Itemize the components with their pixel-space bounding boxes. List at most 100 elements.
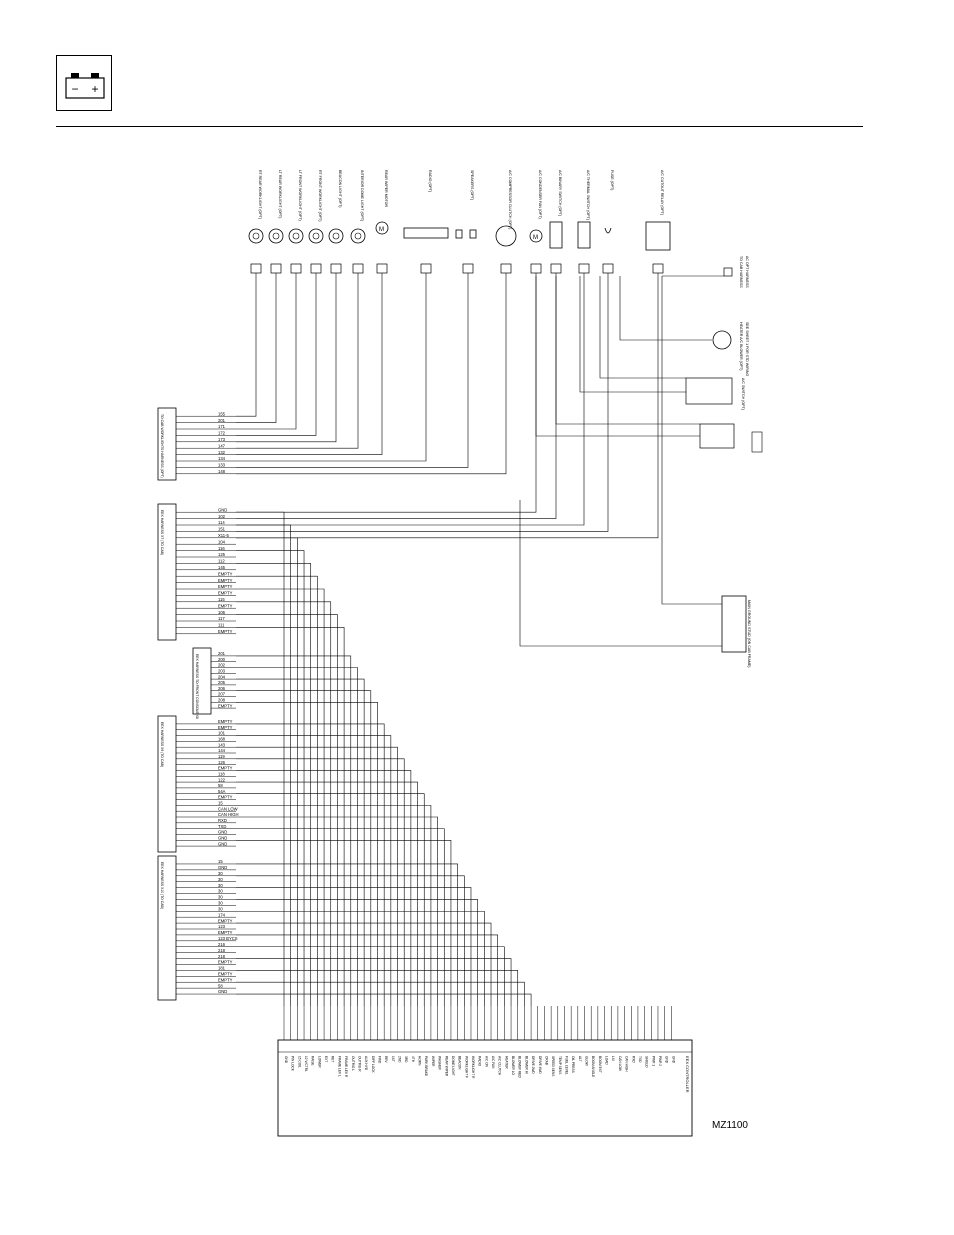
connector-label: TO CAB WORKLIGHTS HARNESS (OPT) [160,414,164,478]
header-rule [56,126,863,127]
component-label: FUSE (OPT) [610,170,614,190]
wire-label: EMPTY [218,703,233,708]
wire-label: 30 [218,889,223,894]
wire-label: 201 [218,651,226,656]
controller-pin-label: TXD [638,1056,642,1063]
wire-label: 132 [218,450,226,455]
component: LT FRONT WORKLIGHT (OPT) [288,170,304,274]
component-label: INTERIOR DOME LIGHT (OPT) [360,170,364,221]
wire-label: 144 [218,748,226,753]
wire-label: 30 [218,906,223,911]
lamp-filament-icon [252,232,260,240]
wire-label: EMPTY [218,795,233,800]
connector: TO CAB WORKLIGHTS HARNESS (OPT)155201171… [157,407,236,481]
wire-label: GND [218,830,227,835]
wire-label: 58 [218,983,223,988]
switch-tag [751,431,763,453]
component-label: A/C CONDENSER FAN (OPT) [538,170,542,219]
wire [236,910,485,1006]
wire-label: 30 [218,901,223,906]
wire-label: X11-5 [218,533,230,538]
wire-label: 207 [218,692,226,697]
wire [236,273,359,449]
controller-pin-label: FUEL LEVEL [564,1056,568,1075]
controller-pin-label: GND [284,1056,288,1064]
wire-label: EMPTY [218,719,233,724]
component-plug [578,263,590,274]
side-label: AC OPT HARNESS [745,256,749,288]
component-label: A/C COMPRESSOR CLUTCH (OPT) [508,170,512,229]
controller-pin-label: CAN HIGH [625,1056,629,1072]
lamp-filament-icon [332,232,340,240]
wire-label: 15 [218,859,223,864]
fan-motor-letter: M [533,235,538,241]
connector-label: EEX HARNESS TO FRONT CONSOLE X8 [195,654,199,719]
side-label: A/C SWITCH (OPT) [741,378,745,410]
wire [236,273,659,539]
controller-pin-label: 15 COIL [297,1056,301,1068]
wire-label: 172 [218,431,226,436]
wire [236,550,305,1006]
wire-label: EMPTY [218,603,233,608]
wire-label: 116 [218,546,225,551]
lamp-icon [248,228,264,244]
wire-label: 30 [218,871,223,876]
controller-pin-label: SHIELD [645,1056,649,1068]
controller-pin-label: DOME LIGHT [451,1056,455,1076]
component: A/C CUTOUT RELAY (OPT) [645,170,671,274]
controller-pin-label: BEACON [458,1056,462,1070]
component-plug [376,263,388,274]
wire-label: GND [218,841,227,846]
side-label: TO CAB HARNESS [739,256,743,288]
wire [236,828,445,1006]
wire [236,887,472,1006]
wire-label: 117 [218,616,225,621]
wire [236,678,365,1006]
wire [236,875,465,1006]
switch-icon [549,221,563,249]
connector-label: EEX HARNESS X7 (TO CAB) [160,510,164,555]
wire [236,273,609,532]
wire [236,723,385,1006]
controller-pin-label: HEATER [504,1056,508,1069]
motor-letter: M [379,227,384,233]
wire [236,273,537,513]
controller-pin-label: OUTRIG R [357,1056,361,1072]
clutch-icon [495,225,517,247]
controller-body [277,1039,693,1137]
connector: EEX HARNESS X9 (TO CAB)EMPTYEMPTY1011681… [157,715,238,853]
wire-label: EMPTY [218,972,233,977]
controller-pin-label: 2ND [398,1056,402,1063]
lamp-icon [350,228,366,244]
wire [236,273,557,519]
wire-label: 205 [218,680,226,685]
controller-pin-label: FRAME LEV R [344,1056,348,1078]
controller-pin-label: A/C CLUTCH [498,1056,502,1076]
wire [236,627,345,1006]
component: A/C CONDENSER FAN (OPT) M [529,170,543,274]
component: SPEAKERS (OPT) [455,170,477,274]
lamp-icon [328,228,344,244]
wire [236,922,492,1006]
component-label: RT REAR WORKLIGHT (OPT) [258,170,262,219]
wire [619,276,712,341]
wire-label: EMPTY [218,766,233,771]
wire-label: 15 [218,801,223,806]
component: A/C BINARY SWITCH (OPT) [549,170,563,274]
component-plug [420,263,432,274]
controller-pin-label: DRIVE 4WD [538,1056,542,1074]
controller-pin-label: WORKLIGHT F [464,1056,468,1078]
wire-label: 118 [218,771,225,776]
wire-label: 147 [218,443,226,448]
component: RT FRONT WORKLIGHT (OPT) [308,170,324,274]
wire [555,276,700,425]
wire [236,770,412,1006]
component-label: BEACON LIGHT (OPT) [338,170,342,207]
component: RADIO (OPT) [403,170,449,274]
wire [519,500,722,647]
controller-pin-label: REV [384,1056,388,1063]
component-plug [290,263,302,274]
wire-label: 115 [218,597,225,602]
wire-label: 204 [218,674,226,679]
wire-label: 151 [218,527,226,532]
